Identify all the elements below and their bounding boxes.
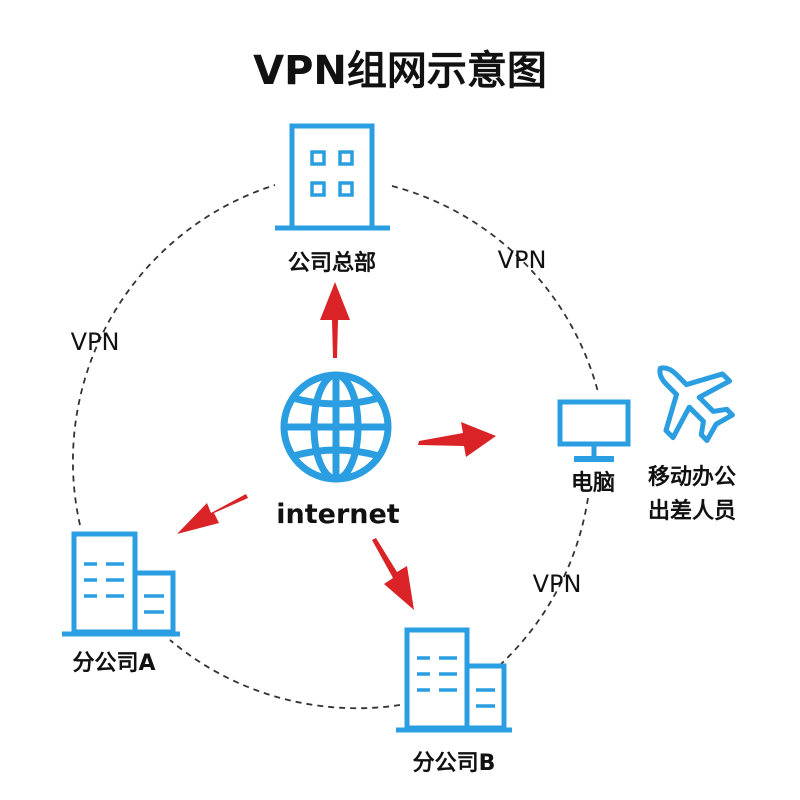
arrow-to-branch-b	[372, 538, 414, 610]
mobile-label-line1: 移动办公	[648, 464, 736, 490]
ring-segment-computer-branch-b	[499, 497, 589, 666]
monitor-icon	[557, 399, 631, 462]
diagram-title: VPN组网示意图	[253, 48, 547, 94]
arrow-to-branch-a	[177, 494, 248, 534]
ring-segment-hq-computer	[391, 185, 599, 393]
vpn-label-top-right: VPN	[498, 246, 547, 274]
airplane-icon	[657, 365, 735, 443]
computer-label: 电脑	[571, 470, 615, 496]
mobile-label-line2: 出差人员	[648, 498, 736, 524]
branch-a-label: 分公司A	[72, 651, 155, 676]
hq-label: 公司总部	[288, 250, 376, 276]
internet-label: internet	[276, 499, 400, 530]
ring-segment-branch-a-hq	[72, 184, 276, 526]
branch-building-icon	[62, 531, 180, 637]
vpn-ring	[72, 184, 599, 710]
arrow-to-hq	[320, 282, 350, 358]
ring-segment-branch-b-branch-a	[169, 639, 401, 710]
branch-b-label: 分公司B	[413, 751, 496, 776]
arrows	[177, 282, 496, 610]
office-building-icon	[275, 123, 390, 231]
vpn-label-left: VPN	[71, 328, 120, 356]
arrow-to-computer	[418, 422, 496, 457]
branch-building-icon	[396, 627, 512, 733]
vpn-label-bottom-right: VPN	[533, 570, 582, 598]
globe-icon	[280, 371, 392, 483]
